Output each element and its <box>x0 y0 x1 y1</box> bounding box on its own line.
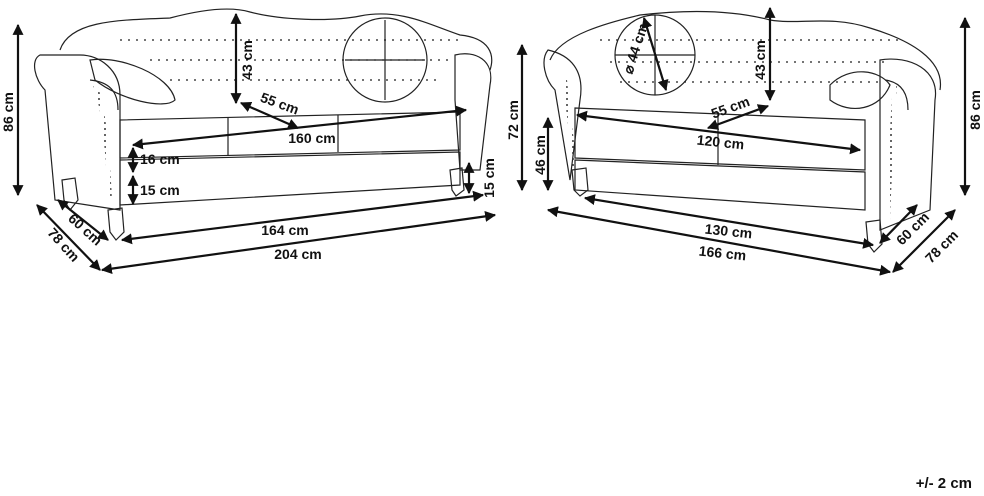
sofa-2seat-drawing <box>543 10 941 253</box>
sofa3-total-length: 204 cm <box>274 246 321 262</box>
tolerance-note: +/- 2 cm <box>915 475 972 492</box>
sofa2-inner-depth: 60 cm <box>893 209 932 248</box>
sofa2-seat-height: 46 cm <box>532 135 548 175</box>
sofa3-cushion-height: 16 cm <box>140 151 180 167</box>
sofa3-seat-base: 15 cm <box>140 182 180 198</box>
sofa-2seat-labels: 72 cm 46 cm ⌀ 44 cm 43 cm 55 cm 120 cm 1… <box>505 21 983 266</box>
sofa3-total-height: 86 cm <box>0 92 16 132</box>
sofa3-leg-height: 15 cm <box>481 158 497 198</box>
sofa2-total-depth: 78 cm <box>922 227 961 266</box>
sofa2-inner-length: 130 cm <box>704 221 753 242</box>
sofa2-seat-depth: 55 cm <box>709 93 752 122</box>
sofa2-back-height: 43 cm <box>752 40 768 80</box>
sofa-2seat-dimensions <box>516 6 971 276</box>
sofa2-total-height-left: 72 cm <box>505 100 521 140</box>
sofa2-total-height-right: 86 cm <box>967 90 983 130</box>
sofa3-inner-length: 164 cm <box>261 222 308 238</box>
sofa2-total-length: 166 cm <box>698 243 747 264</box>
sofa3-back-height: 43 cm <box>239 40 255 80</box>
sofa-3seat-dimensions <box>12 12 497 275</box>
sofa3-seat-width: 160 cm <box>288 130 335 146</box>
sofa2-seat-width: 120 cm <box>696 132 745 153</box>
